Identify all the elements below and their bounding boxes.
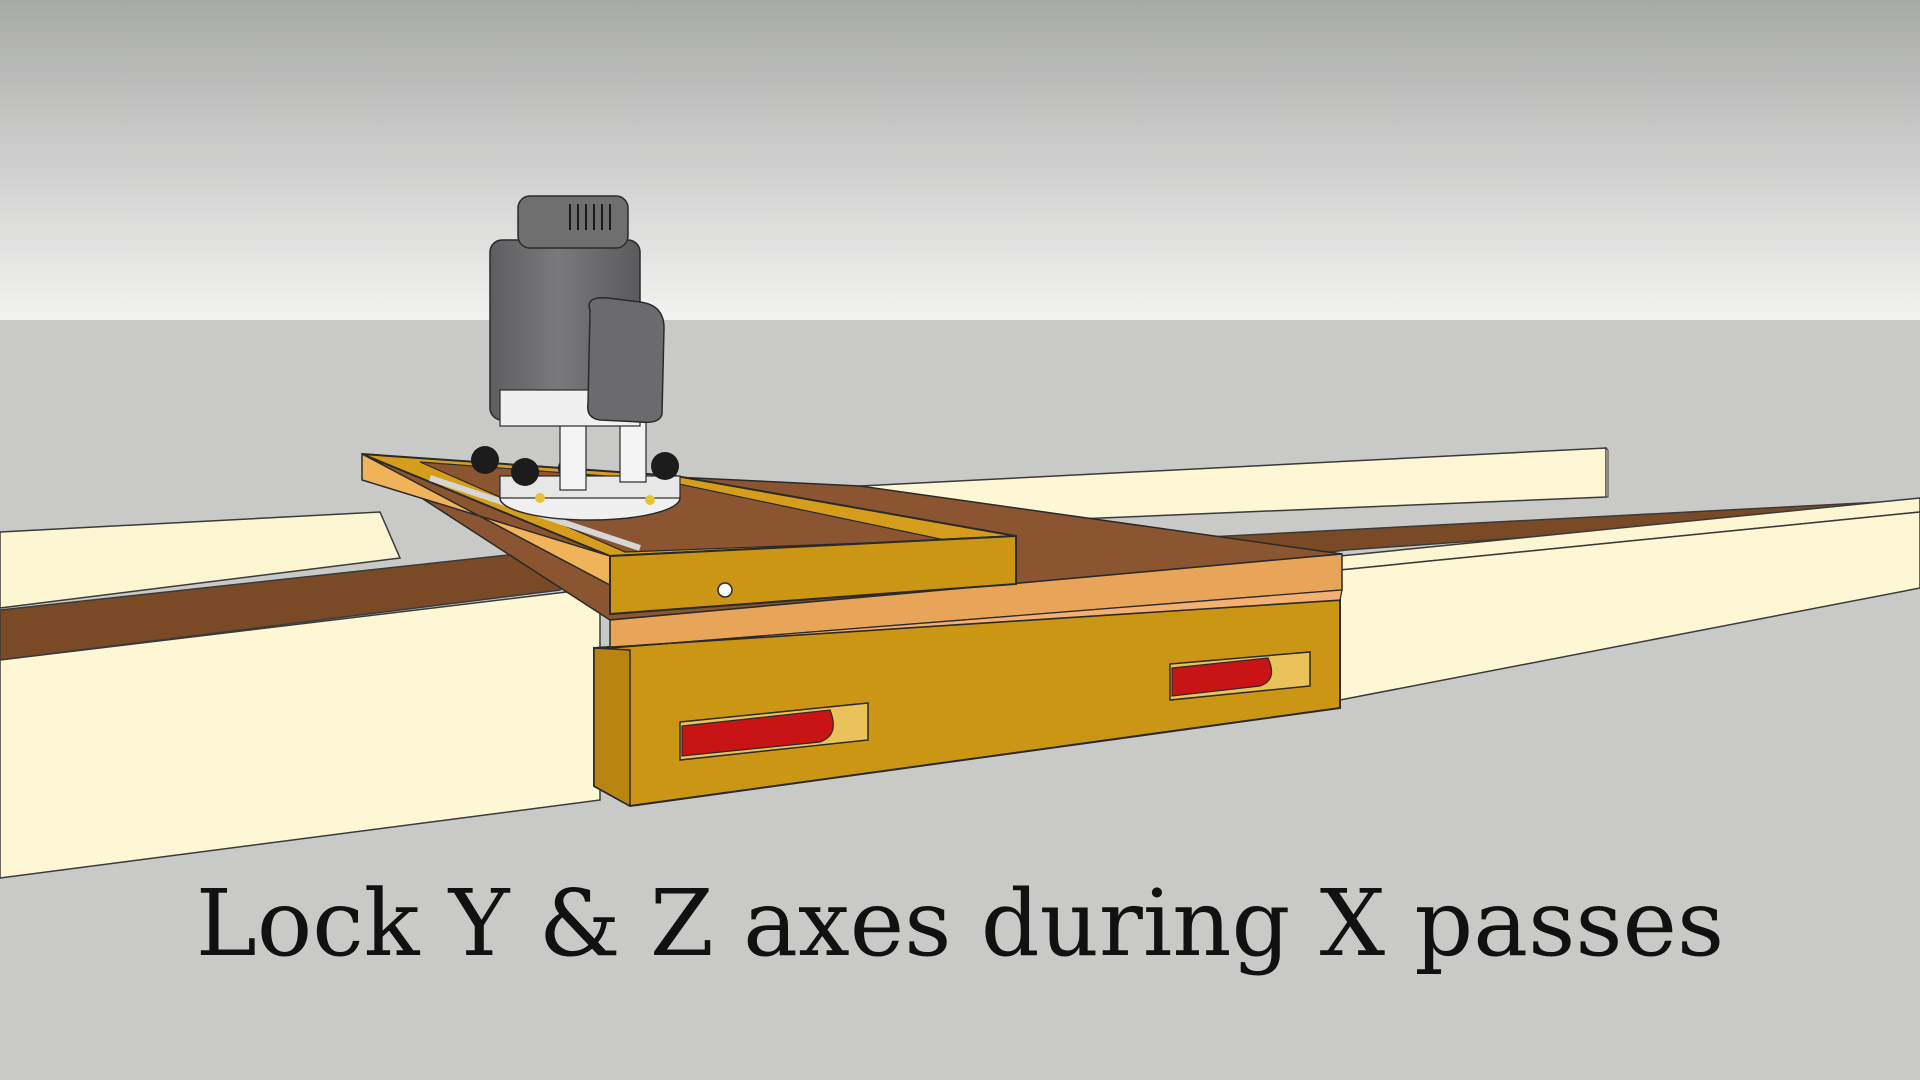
- lock-knob-3[interactable]: [651, 452, 679, 480]
- sky-background: [0, 0, 1920, 322]
- caption-text: Lock Y & Z axes during X passes: [195, 870, 1725, 977]
- bearing-right: [1171, 657, 1273, 697]
- router-posts: [559, 411, 647, 491]
- sled-bolt: [717, 582, 733, 598]
- carriage-box: [593, 598, 1341, 808]
- bearing-left: [681, 709, 834, 757]
- router-handle[interactable]: [587, 297, 665, 424]
- router-motor: [489, 195, 665, 427]
- near-rail-left: [0, 511, 601, 879]
- lock-knob-1[interactable]: [471, 446, 499, 474]
- lock-knob-2[interactable]: [511, 458, 539, 486]
